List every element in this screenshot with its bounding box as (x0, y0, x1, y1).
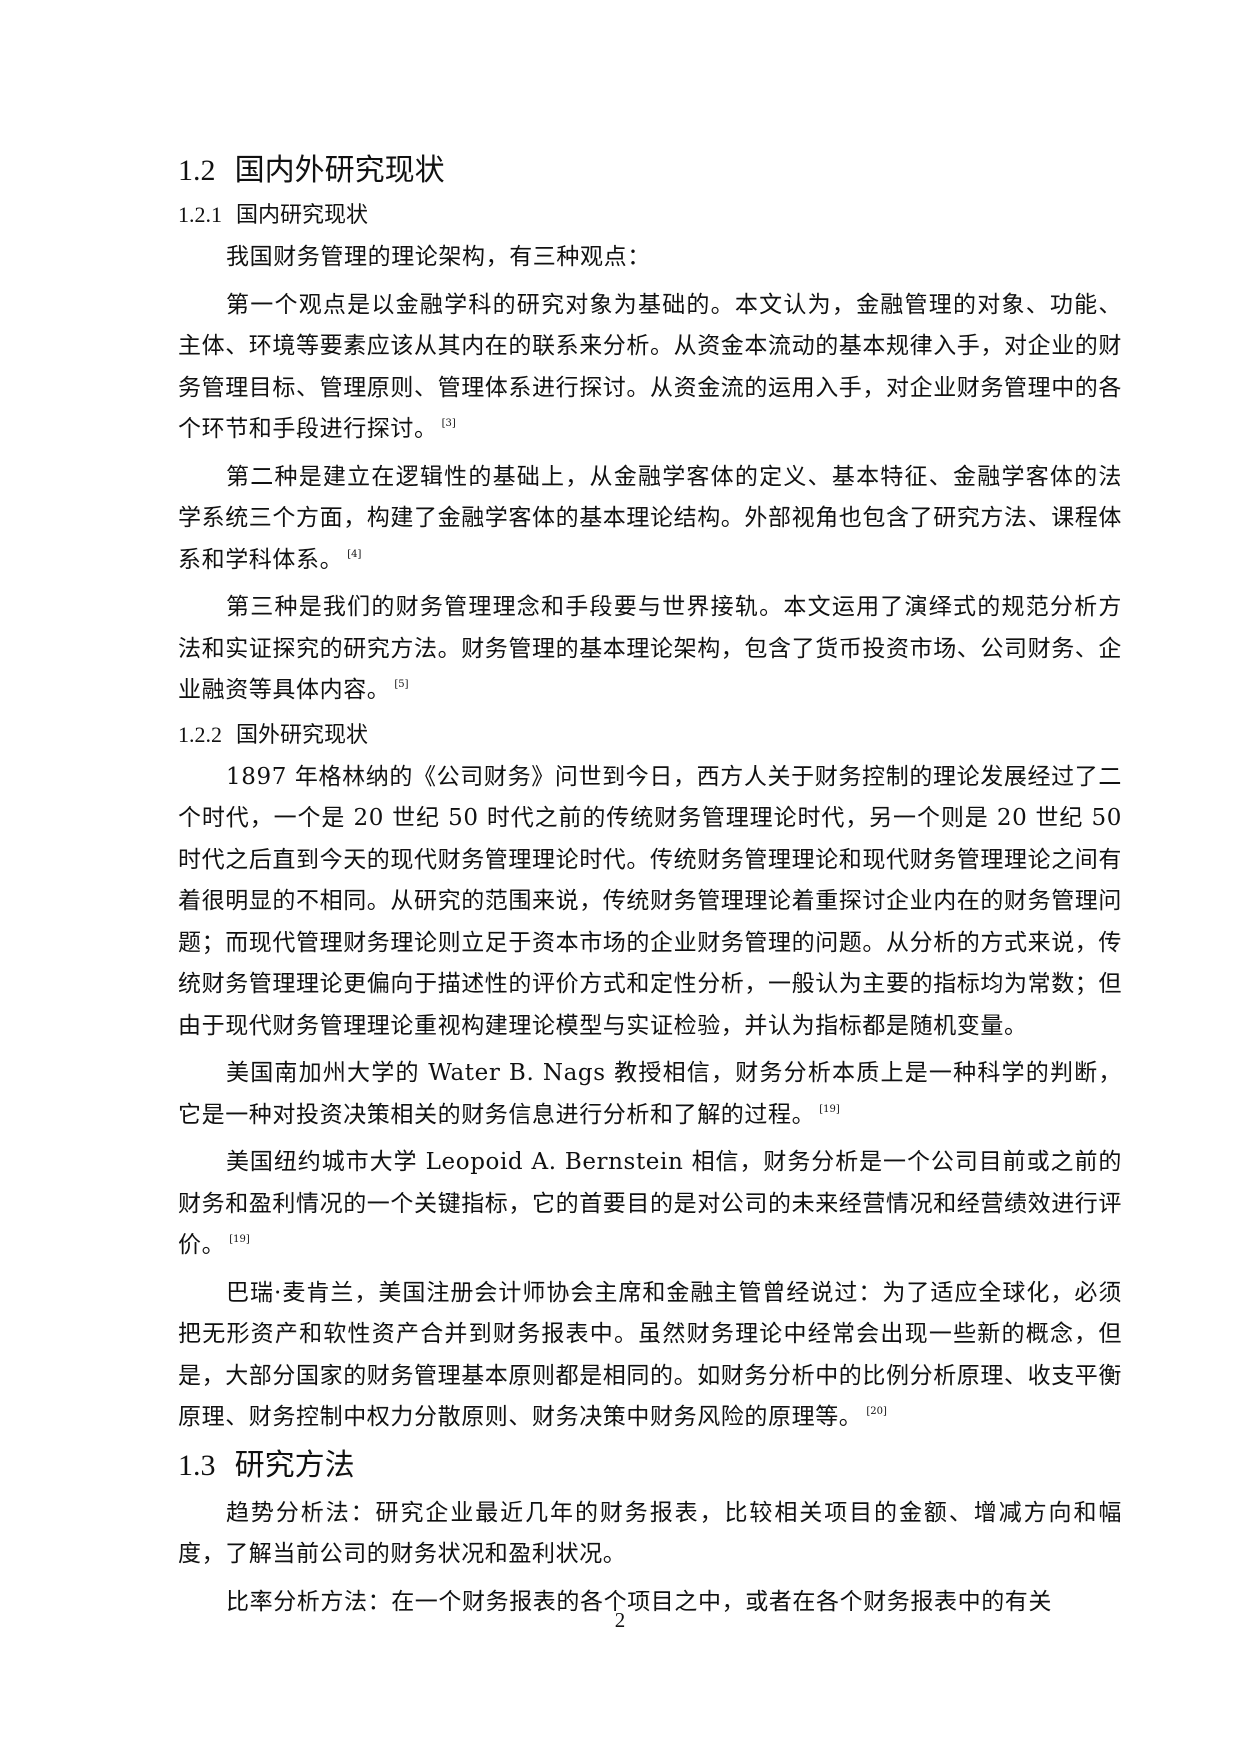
section-title: 国内外研究现状 (234, 153, 445, 188)
section-heading-1-2: 1.2 国内外研究现状 (178, 150, 1122, 192)
paragraph: 美国纽约城市大学 Leopoid A. Bernstein 相信，财务分析是一个… (178, 1142, 1122, 1267)
paragraph: 巴瑞·麦肯兰，美国注册会计师协会主席和金融主管曾经说过：为了适应全球化，必须把无… (178, 1273, 1122, 1439)
paragraph-text: 我国财务管理的理论架构，有三种观点： (226, 244, 651, 270)
page-number: 2 (614, 1608, 626, 1632)
section-heading-1-3: 1.3 研究方法 (178, 1445, 1122, 1487)
subsection-title: 国内研究现状 (236, 203, 369, 228)
paragraph-text: 第三种是我们的财务管理理念和手段要与世界接轨。本文运用了演绎式的规范分析方法和实… (178, 594, 1122, 703)
paragraph-text: 第一个观点是以金融学科的研究对象为基础的。本文认为，金融管理的对象、功能、主体、… (178, 291, 1122, 443)
subsection-heading-1-2-1: 1.2.1 国内研究现状 (178, 198, 1122, 233)
citation-ref: [19] (819, 1103, 840, 1115)
paragraph-text: 1897 年格林纳的《公司财务》问世到今日，西方人关于财务控制的理论发展经过了二… (178, 763, 1122, 1039)
citation-ref: [20] (866, 1406, 887, 1417)
paragraph: 趋势分析法：研究企业最近几年的财务报表，比较相关项目的金额、增减方向和幅度，了解… (178, 1493, 1122, 1576)
citation-ref: [19] (229, 1234, 250, 1245)
section-number: 1.3 (178, 1448, 216, 1482)
paragraph-text: 比率分析方法：在一个财务报表的各个项目之中，或者在各个财务报表中的有关 (226, 1588, 1052, 1615)
paragraph: 第三种是我们的财务管理理念和手段要与世界接轨。本文运用了演绎式的规范分析方法和实… (178, 587, 1122, 712)
paragraph: 第二种是建立在逻辑性的基础上，从金融学客体的定义、基本特征、金融学客体的法学系统… (178, 457, 1122, 582)
subsection-heading-1-2-2: 1.2.2 国外研究现状 (178, 718, 1122, 753)
paragraph: 1897 年格林纳的《公司财务》问世到今日，西方人关于财务控制的理论发展经过了二… (178, 757, 1122, 1048)
paragraph: 我国财务管理的理论架构，有三种观点： (178, 237, 1122, 279)
citation-ref: [3] (441, 418, 456, 429)
paragraph-text: 巴瑞·麦肯兰，美国注册会计师协会主席和金融主管曾经说过：为了适应全球化，必须把无… (178, 1279, 1122, 1431)
subsection-number: 1.2.1 (178, 202, 222, 227)
subsection-number: 1.2.2 (178, 721, 222, 747)
paragraph-text: 美国南加州大学的 Water B. Nags 教授相信，财务分析本质上是一种科学… (178, 1060, 1122, 1128)
paragraph: 美国南加州大学的 Water B. Nags 教授相信，财务分析本质上是一种科学… (178, 1053, 1122, 1136)
paragraph-text: 趋势分析法：研究企业最近几年的财务报表，比较相关项目的金额、增减方向和幅度，了解… (178, 1499, 1122, 1568)
paragraph: 比率分析方法：在一个财务报表的各个项目之中，或者在各个财务报表中的有关 (178, 1582, 1122, 1624)
paragraph-text: 美国纽约城市大学 Leopoid A. Bernstein 相信，财务分析是一个… (178, 1149, 1122, 1258)
citation-ref: [5] (394, 679, 409, 690)
citation-ref: [4] (347, 548, 362, 560)
page-content: 1.2 国内外研究现状 1.2.1 国内研究现状 我国财务管理的理论架构，有三种… (178, 150, 1122, 1623)
section-number: 1.2 (178, 154, 216, 187)
subsection-title: 国外研究现状 (236, 722, 369, 748)
section-title: 研究方法 (234, 1447, 355, 1483)
paragraph: 第一个观点是以金融学科的研究对象为基础的。本文认为，金融管理的对象、功能、主体、… (178, 285, 1122, 451)
paragraph-text: 第二种是建立在逻辑性的基础上，从金融学客体的定义、基本特征、金融学客体的法学系统… (178, 463, 1122, 573)
